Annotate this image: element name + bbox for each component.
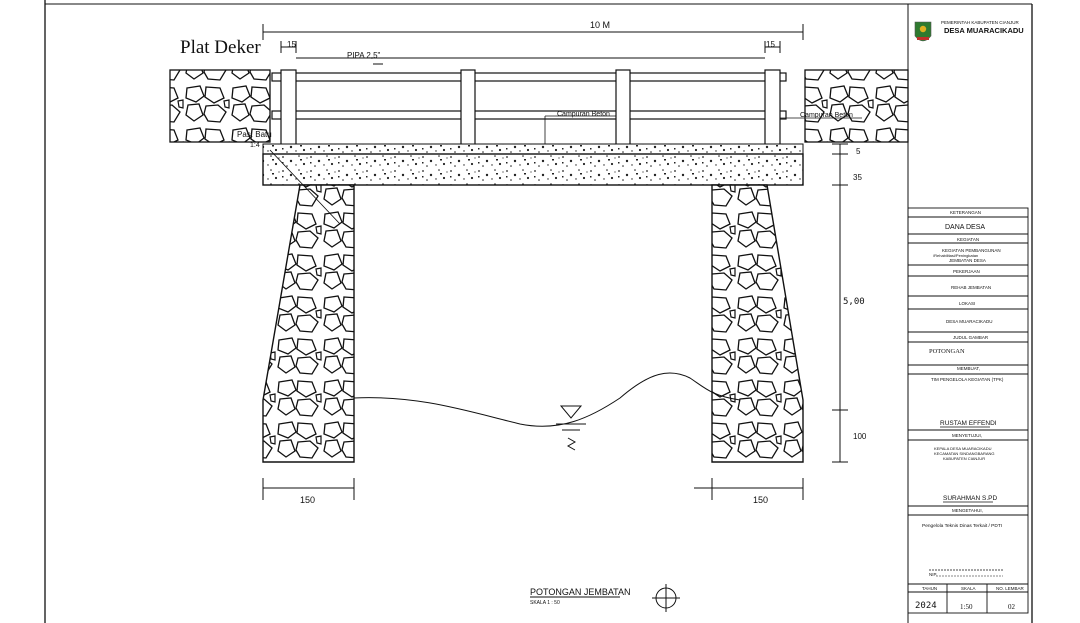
dim-deck: 35 (853, 173, 862, 182)
right-end-label: 15 (766, 40, 775, 49)
menyetujui-2: KECAMATAN SINDANGBARANG (934, 451, 995, 456)
left-abutment-top (169, 69, 271, 143)
pas-batu-sub: 1:4 (250, 142, 260, 149)
menyetujui-1: KEPALA DESA MUARACIKADU (934, 446, 992, 451)
tahun-value: 2024 (915, 601, 937, 611)
pekerjaan-value: REHAB JEMBATAN (951, 285, 991, 290)
menyetujui-name: SURAHMAN S.PD (943, 495, 997, 502)
base-dimensions (262, 478, 804, 500)
membuat-label: MEMBUAT, (957, 366, 980, 371)
lembar-value: 02 (1008, 603, 1016, 611)
span-label: 10 M (590, 20, 610, 30)
mengetahui-value: Pengelola Teknis Dinas Terkait / PDTI (922, 523, 1002, 529)
section-marker-icon (652, 584, 680, 612)
tahun-label: TAHUN (922, 586, 937, 591)
kegiatan-value-2: /Rehabilitasi/Peningkatan (933, 253, 978, 258)
dim-deck-top: 5 (856, 147, 861, 156)
pas-batu-label: Pas. Batu (237, 130, 272, 139)
skala-value: 1:50 (960, 603, 973, 611)
menyetujui-label: MENYETUJUI, (952, 433, 982, 438)
kegiatan-value-3: JEMBATAN DESA (949, 258, 986, 263)
deck-slab (262, 153, 804, 186)
water-surface-curve (353, 372, 741, 427)
ket-label: KETERANGAN (950, 210, 981, 215)
dim-left-base: 150 (300, 495, 315, 505)
membuat-name: RUSTAM EFFENDI (940, 420, 997, 427)
section-title: POTONGAN JEMBATAN (530, 587, 631, 597)
vertical-dimensions (832, 143, 848, 463)
title-block: PEMERINTAH KABUPATEN CIANJUR DESA MUARAC… (907, 20, 1029, 614)
mengetahui-label: MENGETAHUI, (952, 508, 983, 513)
dim-footing: 100 (853, 432, 867, 441)
end-dimensions: 15 15 (280, 40, 781, 53)
cianjur-emblem-icon (914, 21, 932, 42)
lokasi-value: DESA MUARACIKADU (946, 319, 993, 324)
left-end-label: 15 (287, 40, 296, 49)
span-dimension: 10 M (262, 20, 804, 40)
ket-value: DANA DESA (945, 224, 985, 231)
note-left: Campuran Beton (557, 111, 610, 118)
pekerjaan-label: PEKERJAAN (953, 269, 980, 274)
menyetujui-3: KABUPATEN CIANJUR (943, 456, 985, 461)
pipe-label: PIPA 2,5" (347, 51, 381, 60)
judul-value: POTONGAN (929, 348, 965, 355)
pipe-label-group: PIPA 2,5" (296, 51, 765, 65)
nip-label: NIP. (929, 572, 937, 577)
village-header: DESA MUARACIKADU (944, 26, 1024, 35)
section-scale: SKALA 1 : 50 (530, 600, 560, 606)
water-level-icon (556, 405, 586, 451)
dim-right-base: 150 (753, 495, 768, 505)
railing (271, 69, 787, 153)
membuat-value: TIM PENGELOLA KEGIATAN (TPK) (931, 377, 1004, 382)
handwritten-title: Plat Deker (180, 37, 261, 58)
lokasi-label: LOKASI (959, 301, 975, 306)
right-pier (711, 184, 804, 463)
skala-label: SKALA (961, 586, 976, 591)
kegiatan-value-1: KEGIATAN PEMBANGUNAN (942, 248, 1001, 253)
note-right: Campuran Beton (800, 112, 853, 119)
lembar-label: NO. LEMBAR (996, 586, 1025, 591)
kegiatan-label: KEGIATAN (957, 237, 979, 242)
deck-top-layer (262, 143, 804, 155)
judul-label: JUDUL GAMBAR (953, 335, 989, 340)
dim-height: 5,00 (843, 297, 865, 307)
gov-line: PEMERINTAH KABUPATEN CIANJUR (941, 20, 1020, 25)
left-pier (262, 184, 355, 463)
right-abutment-top (804, 69, 909, 143)
